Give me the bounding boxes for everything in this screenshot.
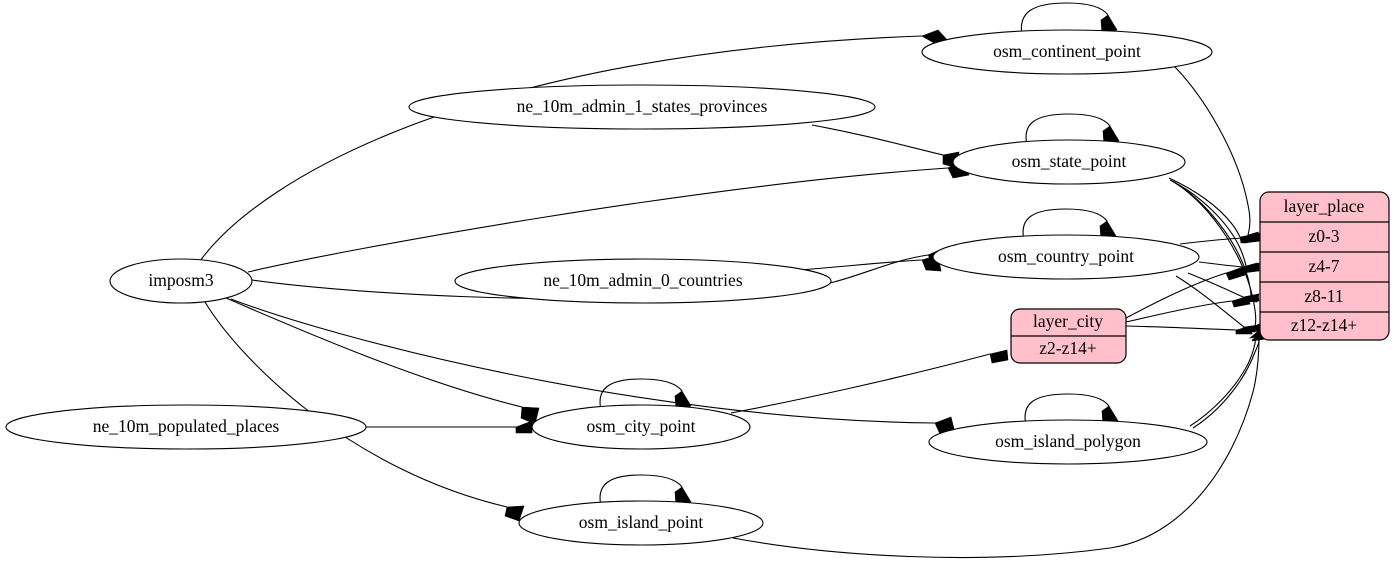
record-node-layer_place[interactable]: layer_place z0-3 z4-7 z8-11 z12-z14+ — [1259, 191, 1390, 341]
edge-ne_10m_admin_0_countries-to-osm_country_point — [799, 254, 942, 272]
edge-imposm3-to-osm_continent_point — [199, 29, 951, 262]
self-loop-osm_continent_point — [1020, 2, 1118, 36]
self-loop-osm_state_point — [1025, 113, 1120, 146]
node-label-osm_country_point: osm_country_point — [998, 246, 1134, 266]
node-label-ne_10m_admin_0_countries: ne_10m_admin_0_countries — [543, 270, 742, 290]
node-layer: imposm3 ne_10m_admin_1_states_provinces … — [5, 29, 1213, 546]
node-label-osm_island_polygon: osm_island_polygon — [995, 431, 1141, 451]
node-label-osm_city_point: osm_city_point — [587, 416, 696, 436]
node-label-ne_10m_admin_1_states_provinces: ne_10m_admin_1_states_provinces — [517, 96, 768, 116]
node-label-osm_continent_point: osm_continent_point — [993, 41, 1141, 61]
edge-ne_10m_admin_1_states_provinces-to-osm_state_point — [811, 124, 960, 169]
node-ne_10m_admin_1_states_provinces[interactable]: ne_10m_admin_1_states_provinces — [408, 84, 876, 130]
node-label-osm_state_point: osm_state_point — [1012, 151, 1127, 171]
edge-ne_10m_populated_places-to-osm_city_point — [366, 420, 533, 434]
self-loop-osm_city_point — [599, 378, 692, 411]
edge-imposm3-to-osm_state_point — [247, 158, 970, 273]
node-label-ne_10m_populated_places: ne_10m_populated_places — [93, 416, 280, 436]
node-osm_continent_point[interactable]: osm_continent_point — [921, 29, 1213, 75]
node-label-imposm3: imposm3 — [148, 270, 213, 290]
record-row-layer_place-z8-11[interactable]: z8-11 — [1304, 286, 1343, 306]
node-label-osm_island_point: osm_island_point — [579, 512, 704, 532]
node-osm_city_point[interactable]: osm_city_point — [531, 404, 751, 450]
node-ne_10m_populated_places[interactable]: ne_10m_populated_places — [5, 404, 367, 450]
record-row-layer_city-z2-z14[interactable]: z2-z14+ — [1039, 338, 1097, 358]
record-title-layer_city: layer_city — [1033, 311, 1103, 331]
node-osm_state_point[interactable]: osm_state_point — [952, 139, 1186, 185]
record-row-layer_place-z0-3[interactable]: z0-3 — [1308, 226, 1339, 246]
edge-osm_continent_point-to-layer_place-z0-3 — [1174, 66, 1261, 244]
node-osm_island_polygon[interactable]: osm_island_polygon — [928, 419, 1208, 465]
edge-osm_country_point-to-layer_place-z4-7 — [1198, 261, 1260, 273]
record-title-layer_place: layer_place — [1284, 196, 1365, 216]
edge-layer_city-to-layer_place-z4-7 — [1125, 266, 1246, 319]
record-row-layer_place-z12-z14[interactable]: z12-z14+ — [1291, 315, 1357, 335]
edge-imposm3-to-osm_city_point — [225, 297, 540, 425]
node-imposm3[interactable]: imposm3 — [109, 258, 253, 304]
edge-layer_city-to-layer_place-z8-11 — [1125, 295, 1251, 323]
node-osm_country_point[interactable]: osm_country_point — [932, 234, 1200, 280]
self-loop-osm_island_point — [599, 474, 692, 507]
edge-osm_island_polygon-to-layer_place-z8-11 — [1189, 326, 1265, 427]
record-node-layer_city[interactable]: layer_city z2-z14+ — [1010, 308, 1127, 364]
edge-osm_city_point-to-layer_city-z2-z14 — [730, 349, 1009, 414]
edge-layer_city-to-layer_place-z12-z14 — [1125, 325, 1253, 335]
node-ne_10m_admin_0_countries[interactable]: ne_10m_admin_0_countries — [454, 258, 832, 304]
record-row-layer_place-z4-7[interactable]: z4-7 — [1308, 256, 1339, 276]
node-osm_island_point[interactable]: osm_island_point — [518, 500, 764, 546]
